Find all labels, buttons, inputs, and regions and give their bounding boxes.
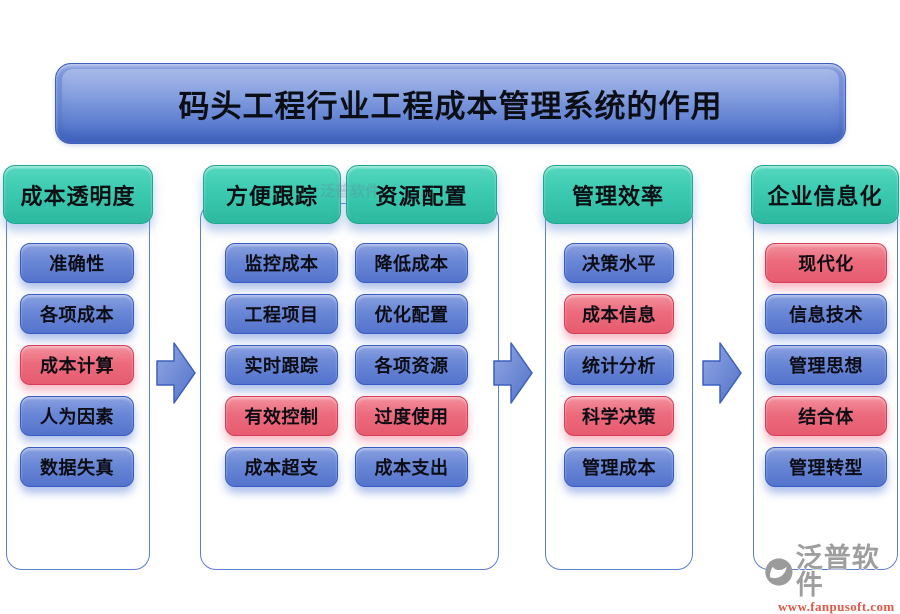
brand-url: www.fanpusoft.com <box>778 599 895 614</box>
item-list-easy-tracking: 监控成本 工程项目 实时跟踪 有效控制 成本超支 <box>225 243 338 487</box>
list-item: 成本支出 <box>355 447 468 487</box>
group-header-easy-tracking: 方便跟踪 <box>203 165 341 224</box>
list-item: 人为因素 <box>20 396 134 436</box>
list-item: 数据失真 <box>20 447 134 487</box>
list-item: 有效控制 <box>225 396 338 436</box>
list-item: 成本超支 <box>225 447 338 487</box>
list-item: 优化配置 <box>355 294 468 334</box>
group-header-enterprise-informatization: 企业信息化 <box>751 165 899 224</box>
list-item: 各项成本 <box>20 294 134 334</box>
list-item: 现代化 <box>765 243 887 283</box>
page-title: 码头工程行业工程成本管理系统的作用 <box>178 89 723 124</box>
list-item: 各项资源 <box>355 345 468 385</box>
list-item: 成本信息 <box>564 294 674 334</box>
infographic-canvas: 码头工程行业工程成本管理系统的作用 成本透明度 方便跟踪 资源配置 管理效率 企… <box>3 63 899 613</box>
fanpu-logo: 泛普软件 www.fanpusoft.com <box>764 545 900 613</box>
item-list-management-efficiency: 决策水平 成本信息 统计分析 科学决策 管理成本 <box>564 243 674 487</box>
list-item: 管理成本 <box>564 447 674 487</box>
group-header-cost-transparency: 成本透明度 <box>3 165 153 224</box>
item-list-resource-allocation: 降低成本 优化配置 各项资源 过度使用 成本支出 <box>355 243 468 487</box>
group-header-management-efficiency: 管理效率 <box>543 165 693 224</box>
flow-arrow-icon <box>156 342 196 404</box>
list-item: 过度使用 <box>355 396 468 436</box>
list-item: 信息技术 <box>765 294 887 334</box>
item-list-cost-transparency: 准确性 各项成本 成本计算 人为因素 数据失真 <box>20 243 134 487</box>
list-item: 监控成本 <box>225 243 338 283</box>
list-item: 结合体 <box>765 396 887 436</box>
list-item: 决策水平 <box>564 243 674 283</box>
list-item: 管理思想 <box>765 345 887 385</box>
brand-name: 泛普软件 <box>795 543 880 600</box>
flow-arrow-icon <box>493 342 533 404</box>
list-item: 科学决策 <box>564 396 674 436</box>
list-item: 工程项目 <box>225 294 338 334</box>
title-banner: 码头工程行业工程成本管理系统的作用 <box>55 63 846 144</box>
group-header-resource-allocation: 资源配置 <box>346 165 497 224</box>
list-item: 实时跟踪 <box>225 345 338 385</box>
list-item: 准确性 <box>20 243 134 283</box>
fanpu-logo-icon <box>765 558 793 586</box>
item-list-enterprise-informatization: 现代化 信息技术 管理思想 结合体 管理转型 <box>765 243 887 487</box>
list-item: 降低成本 <box>355 243 468 283</box>
flow-arrow-icon <box>702 342 742 404</box>
list-item: 统计分析 <box>564 345 674 385</box>
list-item: 管理转型 <box>765 447 887 487</box>
list-item: 成本计算 <box>20 345 134 385</box>
